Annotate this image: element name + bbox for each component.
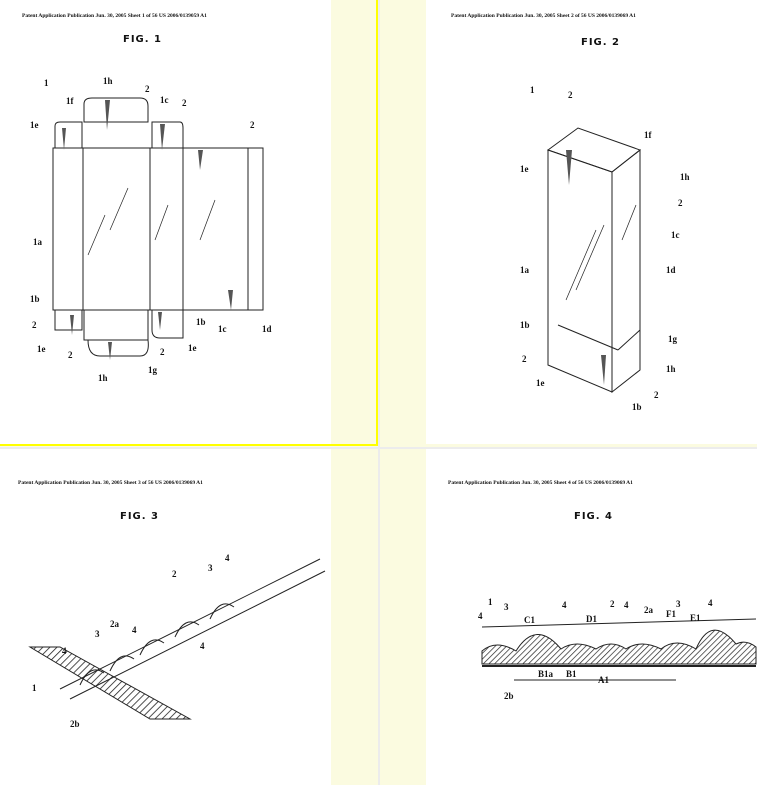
svg-text:1: 1 <box>32 683 37 693</box>
svg-text:1b: 1b <box>30 294 40 304</box>
svg-text:2: 2 <box>610 599 615 609</box>
svg-text:3: 3 <box>504 602 509 612</box>
svg-text:3: 3 <box>95 629 100 639</box>
svg-text:1h: 1h <box>680 172 690 182</box>
svg-text:4: 4 <box>225 553 230 563</box>
svg-text:1g: 1g <box>668 334 678 344</box>
svg-text:2: 2 <box>568 90 573 100</box>
svg-text:1h: 1h <box>98 373 108 383</box>
selected-page-border <box>0 444 378 446</box>
svg-text:1e: 1e <box>188 343 197 353</box>
svg-text:A1: A1 <box>598 675 609 685</box>
svg-text:2: 2 <box>182 98 187 108</box>
svg-text:1e: 1e <box>37 344 46 354</box>
svg-text:2: 2 <box>250 120 255 130</box>
svg-text:1c: 1c <box>160 95 169 105</box>
page-margin <box>331 449 378 785</box>
svg-text:E1: E1 <box>690 613 701 623</box>
svg-text:2a: 2a <box>644 605 654 615</box>
page-grid-divider-horizontal <box>0 447 757 449</box>
svg-text:2: 2 <box>160 347 165 357</box>
svg-text:1h: 1h <box>666 364 676 374</box>
svg-text:D1: D1 <box>586 614 597 624</box>
svg-text:2: 2 <box>68 350 73 360</box>
svg-text:2: 2 <box>145 84 150 94</box>
svg-text:1: 1 <box>44 78 49 88</box>
svg-text:1f: 1f <box>66 96 75 106</box>
page-thumbnail-2[interactable]: Patent Application Publication Jun. 30, … <box>426 0 757 444</box>
svg-text:F1: F1 <box>666 609 676 619</box>
svg-text:2: 2 <box>172 569 177 579</box>
page-grid-divider-vertical <box>378 0 380 785</box>
svg-text:1e: 1e <box>520 164 529 174</box>
page-thumbnail-1[interactable]: Patent Application Publication Jun. 30, … <box>0 0 331 444</box>
page-margin <box>380 0 426 785</box>
svg-text:1d: 1d <box>666 265 676 275</box>
svg-text:4: 4 <box>478 611 483 621</box>
svg-text:3: 3 <box>208 563 213 573</box>
svg-text:1g: 1g <box>148 365 158 375</box>
svg-text:4: 4 <box>62 646 67 656</box>
svg-text:4: 4 <box>132 625 137 635</box>
svg-text:B1a: B1a <box>538 669 554 679</box>
svg-text:1: 1 <box>530 85 535 95</box>
page-thumbnail-4[interactable]: Patent Application Publication Jun. 30, … <box>426 449 757 785</box>
svg-text:4: 4 <box>708 598 713 608</box>
svg-text:1: 1 <box>488 597 493 607</box>
svg-text:1b: 1b <box>520 320 530 330</box>
svg-text:2b: 2b <box>70 719 80 729</box>
svg-text:1e: 1e <box>536 378 545 388</box>
svg-text:2a: 2a <box>110 619 120 629</box>
figure-3-drawing: 2 3 4 2a 3 4 4 4 1 2b <box>0 449 331 785</box>
svg-text:1b: 1b <box>196 317 206 327</box>
svg-text:1f: 1f <box>644 130 653 140</box>
svg-text:2: 2 <box>678 198 683 208</box>
svg-text:C1: C1 <box>524 615 535 625</box>
selected-page-border <box>376 0 378 446</box>
svg-text:1a: 1a <box>33 237 43 247</box>
svg-text:1a: 1a <box>520 265 530 275</box>
svg-text:3: 3 <box>676 599 681 609</box>
page-thumbnail-3[interactable]: Patent Application Publication Jun. 30, … <box>0 449 331 785</box>
svg-text:4: 4 <box>200 641 205 651</box>
figure-2-drawing: 1 2 1f 1e 1h 2 1c 1d 1a 1b 2 1g 1h 1e 2 … <box>426 0 757 444</box>
page-margin <box>331 0 376 444</box>
svg-text:1d: 1d <box>262 324 272 334</box>
svg-text:2: 2 <box>32 320 37 330</box>
svg-text:1h: 1h <box>103 76 113 86</box>
svg-text:2: 2 <box>522 354 527 364</box>
svg-text:1e: 1e <box>30 120 39 130</box>
figure-4-drawing: 1 3 C1 4 D1 2 4 2a F1 3 E1 4 4 B1a B1 A1… <box>426 449 757 785</box>
svg-text:1c: 1c <box>671 230 680 240</box>
svg-text:4: 4 <box>562 600 567 610</box>
svg-text:4: 4 <box>624 600 629 610</box>
figure-1-drawing: 1 1h 2 1f 1e 1c 2 2 1a 1b 2 1e 2 1h 1g 2… <box>0 0 331 444</box>
svg-text:1c: 1c <box>218 324 227 334</box>
svg-text:1b: 1b <box>632 402 642 412</box>
svg-text:2: 2 <box>654 390 659 400</box>
svg-text:2b: 2b <box>504 691 514 701</box>
svg-text:B1: B1 <box>566 669 577 679</box>
